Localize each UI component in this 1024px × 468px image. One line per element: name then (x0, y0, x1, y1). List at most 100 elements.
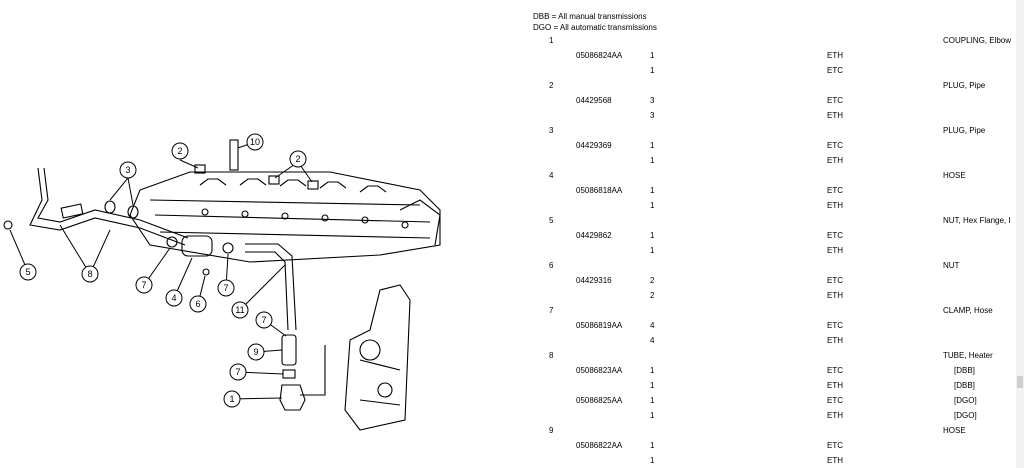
callout-marker-7: 7 (217, 279, 235, 297)
part-description: PLUG, Pipe (943, 126, 986, 135)
part-number: 05086819AA (576, 321, 623, 330)
quantity: 1 (650, 456, 655, 465)
part-number: 04429862 (576, 231, 612, 240)
leader-lines (9, 141, 313, 400)
callout-label: 3 (125, 165, 130, 175)
part-row: 3 ETH (530, 108, 1024, 123)
engine-code: ETH (827, 411, 843, 420)
engine-code: ETH (827, 456, 843, 465)
part-number: 05086818AA (576, 186, 623, 195)
engine-block (129, 171, 441, 263)
part-number: 05086822AA (576, 441, 623, 450)
item-number: 4 (549, 171, 554, 180)
vertical-scrollbar[interactable] (1016, 0, 1024, 468)
engine-code: ETH (827, 111, 843, 120)
part-description: CLAMP, Hose (943, 306, 993, 315)
callout-marker-6: 6 (189, 295, 207, 313)
engine-code: ETH (827, 246, 843, 255)
part-row: 04429369 1 ETC (530, 138, 1024, 153)
quantity: 1 (650, 396, 655, 405)
transmission-note: [DGO] (954, 411, 977, 420)
engine-code: ETC (827, 396, 843, 405)
part-description: NUT (943, 261, 960, 270)
quantity: 1 (650, 246, 655, 255)
quantity: 2 (650, 276, 655, 285)
part-number: 05086824AA (576, 51, 623, 60)
parts-list: DBB = All manual transmissions DGO = All… (530, 0, 1024, 468)
callout-label: 10 (250, 137, 260, 147)
callout-label: 7 (261, 315, 266, 325)
callout-marker-7: 7 (135, 276, 153, 294)
callout-marker-5: 5 (19, 263, 37, 281)
part-row: 4 ETH (530, 333, 1024, 348)
quantity: 3 (650, 111, 655, 120)
heater-tube (29, 167, 297, 331)
quantity: 1 (650, 156, 655, 165)
quantity: 4 (650, 321, 655, 330)
part-description: TUBE, Heater (943, 351, 993, 360)
quantity: 3 (650, 96, 655, 105)
callout-marker-7: 7 (255, 311, 273, 329)
part-number: 04429369 (576, 141, 612, 150)
engine-code: ETH (827, 291, 843, 300)
callout-label: 7 (235, 367, 240, 377)
callout-label: 8 (87, 269, 92, 279)
part-row: 1 ETH (530, 243, 1024, 258)
callout-marker-11: 11 (231, 301, 249, 319)
quantity: 1 (650, 411, 655, 420)
item-number: 5 (549, 216, 554, 225)
callout-marker-2: 2 (171, 142, 189, 160)
part-description: PLUG, Pipe (943, 81, 986, 90)
quantity: 1 (650, 141, 655, 150)
callout-label: 4 (171, 293, 176, 303)
part-row: 4 HOSE (530, 168, 1024, 183)
quantity: 4 (650, 336, 655, 345)
transmission-note: [DGO] (954, 396, 977, 405)
engine-code: ETC (827, 141, 843, 150)
hose-assembly (181, 139, 326, 411)
part-row: 1 ETH (530, 198, 1024, 213)
part-description: HOSE (943, 426, 966, 435)
callout-label: 7 (223, 283, 228, 293)
engine-code: ETH (827, 336, 843, 345)
callout-label: 2 (177, 146, 182, 156)
quantity: 1 (650, 201, 655, 210)
engine-code: ETC (827, 186, 843, 195)
quantity: 1 (650, 441, 655, 450)
callout-label: 11 (235, 305, 244, 315)
transmission-note: [DBB] (954, 381, 975, 390)
callout-marker-4: 4 (165, 289, 183, 307)
quantity: 1 (650, 366, 655, 375)
engine-code: ETC (827, 366, 843, 375)
part-number: 04429316 (576, 276, 612, 285)
part-description: COUPLING, Elbow (943, 36, 1012, 45)
part-row: 1 ETH (530, 453, 1024, 468)
item-number: 1 (549, 36, 554, 45)
callout-marker-10: 10 (246, 133, 264, 151)
engine-code: ETH (827, 201, 843, 210)
small-fittings (3, 164, 319, 276)
callout-marker-1: 1 (223, 390, 241, 408)
part-row: 05086819AA 4 ETC (530, 318, 1024, 333)
callout-label: 6 (195, 299, 200, 309)
legend-automatic: DGO = All automatic transmissions (533, 23, 657, 32)
part-description: HOSE (943, 171, 966, 180)
part-number: 05086825AA (576, 396, 623, 405)
part-number: 05086823AA (576, 366, 623, 375)
quantity: 2 (650, 291, 655, 300)
engine-code: ETC (827, 321, 843, 330)
quantity: 1 (650, 66, 655, 75)
callout-label: 2 (295, 154, 300, 164)
item-number: 6 (549, 261, 554, 270)
scrollbar-thumb[interactable] (1017, 376, 1023, 388)
